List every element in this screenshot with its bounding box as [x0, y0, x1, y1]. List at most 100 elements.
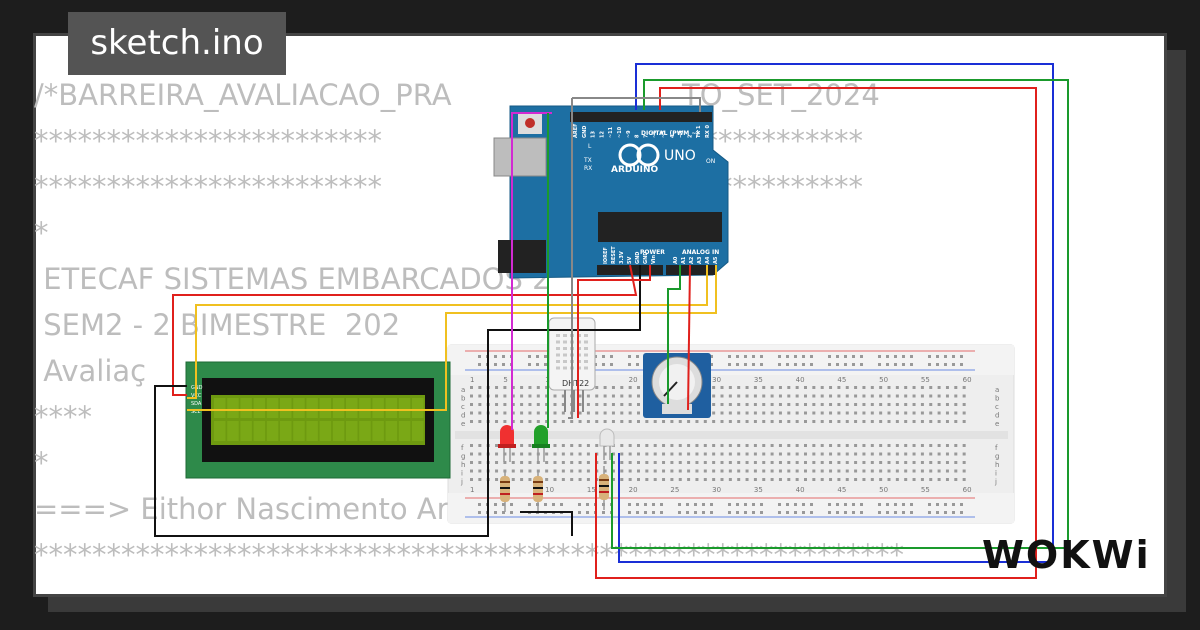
breadboard-row-letter: g — [995, 453, 999, 461]
breadboard-row-letter: i — [995, 470, 997, 478]
analog-pin-label: A2 — [689, 256, 695, 264]
digital-pin-label: 12 — [599, 131, 605, 138]
breadboard-column-number: 55 — [921, 376, 930, 384]
code-line: /*BARREIRA_AVALIACAO_PRA TO_SET_2024 — [34, 78, 880, 112]
power-header-label: POWER — [640, 249, 665, 256]
digital-header-label: DIGITAL (PWM ~) — [641, 130, 699, 137]
wokwi-logo: WOKWi — [982, 533, 1151, 577]
digital-pin-label: ~3 — [679, 130, 685, 138]
breadboard-row-letter: a — [995, 386, 999, 394]
breadboard-column-number: 20 — [629, 486, 638, 494]
digital-pin-label: 13 — [591, 131, 597, 138]
analog-pin-label: A0 — [673, 256, 679, 264]
breadboard-column-number: 50 — [879, 376, 888, 384]
lcd-pin-label: SCL — [191, 409, 201, 415]
breadboard-column-number: 20 — [629, 376, 638, 384]
code-line: ****************************************… — [34, 538, 904, 572]
analog-header-label: ANALOG IN — [682, 249, 719, 256]
breadboard-column-number: 50 — [879, 486, 888, 494]
breadboard: 151015202530354045505560 151015202530354… — [447, 344, 1015, 524]
analog-pin-label: A1 — [681, 256, 687, 264]
breadboard-column-number: 5 — [503, 376, 507, 384]
breadboard-row-letter: a — [461, 386, 465, 394]
potentiometer — [643, 353, 711, 418]
code-line: Avaliaç — [34, 354, 147, 388]
breadboard-column-number: 1 — [470, 376, 474, 384]
digital-pin-label: 4 — [670, 134, 676, 138]
breadboard-row-letter: d — [995, 412, 999, 420]
digital-pin-label: ~10 — [617, 126, 623, 138]
analog-pin-label: A5 — [713, 256, 719, 264]
wokwi-logo-text: WOKWi — [982, 533, 1151, 577]
breadboard-row-letter: b — [995, 395, 1000, 403]
resistor-3 — [599, 466, 609, 510]
white-led — [599, 428, 615, 460]
digital-pin-label: GND — [582, 126, 588, 138]
digital-pin-label: ~5 — [661, 130, 667, 138]
digital-pin-label: ~9 — [626, 130, 632, 138]
lcd-pin-label: SDA — [191, 401, 202, 407]
digital-pin-label: RX 0 — [705, 125, 711, 138]
breadboard-row-letter: h — [995, 461, 999, 469]
breadboard-column-number: 30 — [712, 486, 721, 494]
breadboard-row-letter: e — [461, 420, 465, 428]
breadboard-column-number: 35 — [754, 486, 763, 494]
dht22-label: DHT22 — [562, 379, 589, 388]
resistor-1 — [500, 470, 510, 512]
breadboard-row-letter: g — [461, 453, 465, 461]
green-led — [532, 425, 550, 462]
breadboard-column-number: 60 — [963, 376, 972, 384]
red-led — [498, 425, 516, 462]
breadboard-column-number: 40 — [796, 486, 805, 494]
digital-pin-label: 2 — [687, 134, 693, 138]
board-model-label: UNO — [664, 148, 696, 164]
breadboard-row-letter: j — [460, 478, 463, 486]
resistor-2 — [533, 470, 543, 512]
breadboard-column-number: 1 — [470, 486, 474, 494]
code-line: SEM2 - 2 BIMESTRE 202 — [34, 308, 401, 342]
breadboard-row-letter: f — [461, 444, 464, 452]
analog-pin-label: A4 — [705, 256, 711, 264]
breadboard-row-letter: c — [995, 403, 999, 411]
breadboard-row-letter: i — [461, 470, 463, 478]
breadboard-row-letter: b — [461, 395, 466, 403]
breadboard-column-number: 60 — [963, 486, 972, 494]
breadboard-column-number: 30 — [712, 376, 721, 384]
digital-pin-label: ~6 — [652, 130, 658, 138]
digital-pin-label: AREF — [573, 123, 579, 138]
digital-pin-label: ~11 — [608, 126, 614, 138]
board-brand-label: ARDUINO — [611, 165, 659, 175]
code-line: * — [34, 216, 49, 250]
analog-pin-label: A3 — [697, 256, 703, 264]
breadboard-column-number: 10 — [545, 486, 554, 494]
breadboard-row-letter: c — [461, 403, 465, 411]
wires — [154, 63, 1069, 579]
power-pin-label: Vin — [651, 255, 657, 264]
digital-pin-label: 8 — [635, 134, 641, 138]
arduino-uno-board: UNO ARDUINO DIGITAL (PWM ~) POWER ANALOG… — [493, 105, 729, 279]
power-pin-label: GND — [635, 252, 641, 264]
breadboard-row-letter: e — [995, 420, 999, 428]
sketch-filename-badge: sketch.ino — [68, 12, 286, 75]
breadboard-column-number: 45 — [837, 486, 846, 494]
breadboard-column-number: 25 — [670, 486, 679, 494]
led-l-label: L — [588, 143, 592, 150]
power-pin-label: 5V — [627, 257, 633, 264]
power-pin-label: 3.3V — [619, 251, 625, 264]
breadboard-column-number: 15 — [587, 486, 596, 494]
breadboard-column-number: 35 — [754, 376, 763, 384]
code-line: ETECAF SISTEMAS EMBARCADOS 2 — [34, 262, 551, 296]
breadboard-row-letter: f — [995, 444, 998, 452]
rx-label: RX — [584, 165, 592, 172]
breadboard-column-number: 55 — [921, 486, 930, 494]
breadboard-column-number: 45 — [837, 376, 846, 384]
breadboard-column-number: 40 — [796, 376, 805, 384]
digital-pin-label: TX 1 — [696, 125, 702, 138]
breadboard-row-letter: j — [994, 478, 997, 486]
power-pin-label: GND — [643, 252, 649, 264]
code-line: * — [34, 446, 49, 480]
breadboard-row-letter: h — [461, 461, 465, 469]
power-pin-label: IOREF — [603, 247, 609, 264]
